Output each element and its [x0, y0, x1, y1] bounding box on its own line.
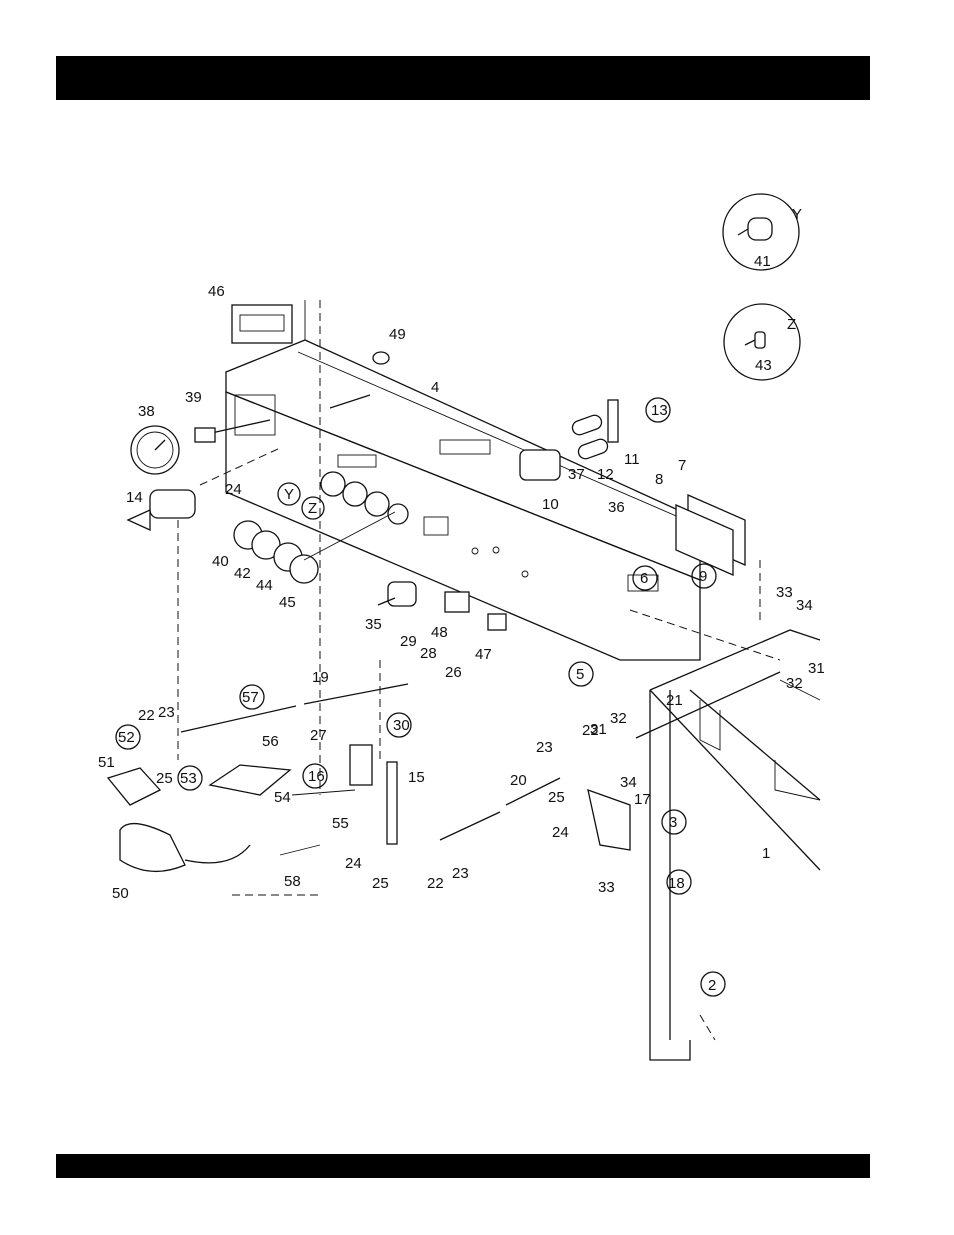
grommet-49: [373, 352, 389, 364]
label-3: 3: [669, 814, 677, 831]
label-44: 44: [256, 577, 273, 594]
label-7: 7: [678, 457, 686, 474]
label-31-right: 31: [590, 721, 607, 738]
label-10: 10: [542, 496, 559, 513]
label-Z-detail: Z: [787, 316, 796, 333]
label-55: 55: [332, 815, 349, 832]
breaker-10: [520, 450, 560, 480]
label-38: 38: [138, 403, 155, 420]
label-14: 14: [126, 489, 143, 506]
label-23-bottom: 23: [452, 865, 469, 882]
label-20: 20: [510, 772, 527, 789]
label-50: 50: [112, 885, 129, 902]
label-16: 16: [308, 768, 325, 785]
label-18: 18: [668, 875, 685, 892]
label-57: 57: [242, 689, 259, 706]
label-40: 40: [212, 553, 229, 570]
label-23-right: 23: [536, 739, 553, 756]
label-25-right: 25: [548, 789, 565, 806]
gauge-38: [131, 426, 179, 474]
label-56: 56: [262, 733, 279, 750]
label-29: 29: [400, 633, 417, 650]
tubes-12: [571, 413, 610, 460]
label-24-right: 24: [552, 824, 569, 841]
label-31-top: 31: [808, 660, 825, 677]
label-46: 46: [208, 283, 225, 300]
label-48: 48: [431, 624, 448, 641]
label-21: 21: [666, 692, 683, 709]
label-8: 8: [655, 471, 663, 488]
label-51: 51: [98, 754, 115, 771]
label-22-bottom: 22: [427, 875, 444, 892]
plate-11: [608, 400, 618, 442]
label-33-top: 33: [776, 584, 793, 601]
label-34-top: 34: [796, 597, 813, 614]
label-30: 30: [393, 717, 410, 734]
label-9: 9: [699, 568, 707, 585]
label-54: 54: [274, 789, 291, 806]
label-45: 45: [279, 594, 296, 611]
label-47: 47: [475, 646, 492, 663]
label-26: 26: [445, 664, 462, 681]
label-34-right: 34: [620, 774, 637, 791]
label-4: 4: [431, 379, 439, 396]
label-25-left: 25: [156, 770, 173, 787]
label-5: 5: [576, 666, 584, 683]
label-25-bottom: 25: [372, 875, 389, 892]
label-15: 15: [408, 769, 425, 786]
label-36: 36: [608, 499, 625, 516]
label-19: 19: [312, 669, 329, 686]
toggle-47: [488, 614, 506, 630]
label-35: 35: [365, 616, 382, 633]
ignition-switch-35: [378, 582, 416, 606]
label-39: 39: [185, 389, 202, 406]
label-12: 12: [597, 466, 614, 483]
label-1: 1: [762, 845, 770, 862]
switch-48: [445, 592, 469, 612]
label-11: 11: [624, 451, 640, 468]
label-Y-detail: Y: [792, 206, 802, 223]
hour-meter-46: [232, 305, 292, 343]
label-41: 41: [754, 253, 771, 270]
label-Z: Z: [308, 500, 317, 517]
label-17: 17: [634, 791, 651, 808]
label-43: 43: [755, 357, 772, 374]
label-52: 52: [118, 729, 135, 746]
label-27: 27: [310, 727, 327, 744]
label-42: 42: [234, 565, 251, 582]
label-24-bottom: 24: [345, 855, 362, 872]
label-37: 37: [568, 466, 585, 483]
label-32-top: 32: [786, 675, 803, 692]
label-23-left: 23: [158, 704, 175, 721]
label-28: 28: [420, 645, 437, 662]
label-32-right: 32: [610, 710, 627, 727]
label-Y: Y: [284, 486, 294, 503]
label-33-bottom: 33: [598, 879, 615, 896]
label-22-left: 22: [138, 707, 155, 724]
label-24-top: 24: [225, 481, 242, 498]
label-13: 13: [651, 402, 668, 419]
label-58: 58: [284, 873, 301, 890]
label-49: 49: [389, 326, 406, 343]
label-53: 53: [180, 770, 197, 787]
label-2: 2: [708, 977, 716, 994]
label-6: 6: [640, 570, 648, 587]
